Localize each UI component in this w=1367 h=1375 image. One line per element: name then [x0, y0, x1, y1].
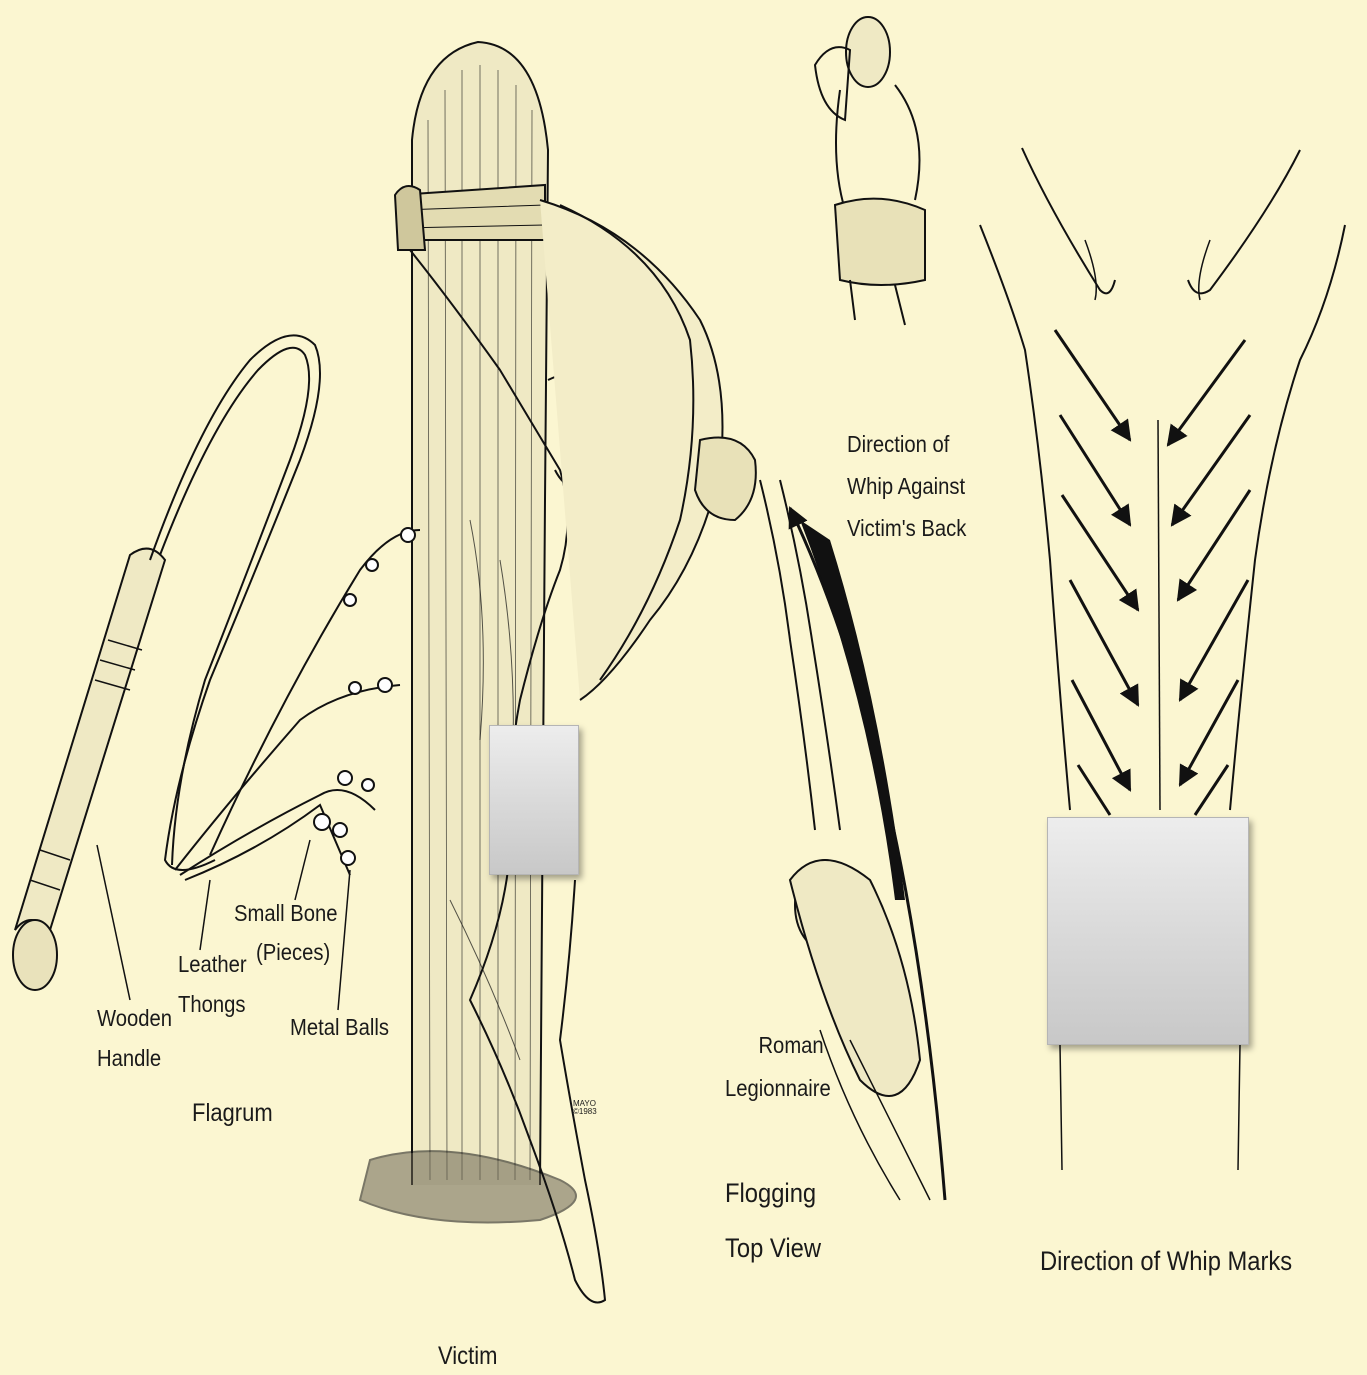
label-victim: Victim: [438, 1344, 497, 1369]
top-view-figure: [815, 17, 925, 325]
label-roman-legionnaire-line2: Legionnaire: [725, 1077, 831, 1100]
artist-signature-line2: ©1983: [573, 1108, 597, 1116]
label-roman-legionnaire-line1: Roman: [758, 1034, 830, 1057]
label-wooden-handle-line1: Wooden: [97, 1007, 172, 1030]
label-wooden-handle: Wooden Handle: [97, 1007, 172, 1070]
label-direction-of-whip-line1: Direction of: [847, 433, 966, 456]
whip-mark-arrows: [1055, 330, 1250, 815]
label-small-bone-line1: Small Bone: [234, 902, 338, 925]
flagrum-whip: [13, 335, 420, 990]
label-flagrum: Flagrum: [192, 1101, 273, 1126]
label-metal-balls: Metal Balls: [290, 1016, 389, 1039]
label-direction-of-whip: Direction of Whip Against Victim's Back: [847, 433, 966, 540]
artist-signature: MAYO ©1983: [573, 1100, 597, 1116]
label-direction-of-whip-line2: Whip Against: [847, 475, 966, 498]
label-flogging-top-view-line1: Flogging: [725, 1180, 821, 1207]
label-small-bone: Small Bone (Pieces): [234, 902, 338, 964]
label-direction-of-whip-line3: Victim's Back: [847, 517, 966, 540]
redaction-box-left: [489, 725, 579, 875]
label-small-bone-line2: (Pieces): [256, 941, 338, 964]
redaction-box-right: [1047, 817, 1249, 1045]
label-wooden-handle-line2: Handle: [97, 1047, 172, 1070]
label-roman-legionnaire: Roman Legionnaire: [725, 1034, 831, 1100]
label-flogging-top-view: Flogging Top View: [725, 1180, 821, 1262]
label-flogging-top-view-line2: Top View: [725, 1235, 821, 1262]
label-direction-of-whip-marks: Direction of Whip Marks: [1040, 1248, 1292, 1275]
label-leather-thongs-line2: Thongs: [178, 993, 247, 1016]
